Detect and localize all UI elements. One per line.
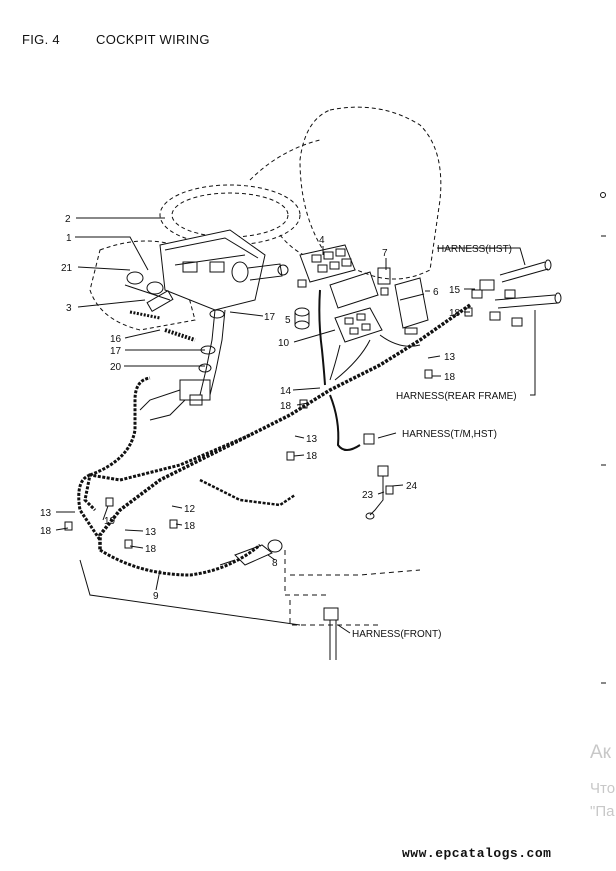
- callout-17-left: 17: [110, 346, 122, 357]
- callout-4: 4: [319, 235, 325, 246]
- harness-hst-label: HARNESS(HST): [437, 244, 512, 255]
- callout-5: 5: [285, 315, 291, 326]
- harness-front-label: HARNESS(FRONT): [352, 629, 441, 640]
- figure-title: COCKPIT WIRING: [96, 32, 210, 47]
- callout-13-c: 13: [40, 508, 52, 519]
- callout-14: 14: [280, 386, 292, 397]
- callout-13-d: 13: [145, 527, 157, 538]
- steering-wheel-outline: [159, 184, 301, 246]
- callout-6: 6: [433, 287, 439, 298]
- callout-16: 16: [110, 334, 122, 345]
- callout-18-g: 18: [184, 521, 196, 532]
- watermark-line-3: "Па: [590, 803, 615, 820]
- clamp-bolts: [64, 307, 473, 549]
- figure-number: FIG. 4: [22, 32, 60, 47]
- main-harness: [98, 303, 472, 550]
- callout-18-d: 18: [306, 451, 318, 462]
- steering-column: [159, 229, 266, 311]
- callout-23: 23: [362, 490, 374, 501]
- callout-13-a: 13: [444, 352, 456, 363]
- seat-outline: [299, 106, 442, 280]
- callout-1: 1: [66, 233, 72, 244]
- callout-13-b: 13: [306, 434, 318, 445]
- callout-9: 9: [153, 591, 159, 602]
- callout-24: 24: [406, 481, 418, 492]
- callout-2: 2: [65, 214, 71, 225]
- callout-3: 3: [66, 303, 72, 314]
- watermark-line-1: Ак: [590, 742, 611, 763]
- callout-18-f: 18: [145, 544, 157, 555]
- harness-rear-frame-label: HARNESS(REAR FRAME): [396, 391, 517, 402]
- controller-unit: [394, 277, 429, 329]
- front-harness: [99, 543, 261, 577]
- watermark-line-2: Что: [590, 780, 616, 797]
- footer-url[interactable]: www.epcatalogs.com: [402, 846, 552, 861]
- callout-21: 21: [61, 263, 73, 274]
- harness-tm-hst-label: HARNESS(T/M,HST): [402, 429, 497, 440]
- callout-8: 8: [272, 558, 278, 569]
- callout-20: 20: [110, 362, 122, 373]
- relay-box: [299, 244, 356, 283]
- callout-10: 10: [278, 338, 290, 349]
- callout-12: 12: [184, 504, 196, 515]
- callout-7: 7: [382, 248, 388, 259]
- callout-18-a: 18: [280, 401, 292, 412]
- callout-18-c: 18: [449, 308, 461, 319]
- callout-19: 19: [104, 516, 116, 527]
- callout-17-right: 17: [264, 312, 276, 323]
- callout-15: 15: [449, 285, 461, 296]
- callout-18-b: 18: [444, 372, 456, 383]
- callout-18-e: 18: [40, 526, 52, 537]
